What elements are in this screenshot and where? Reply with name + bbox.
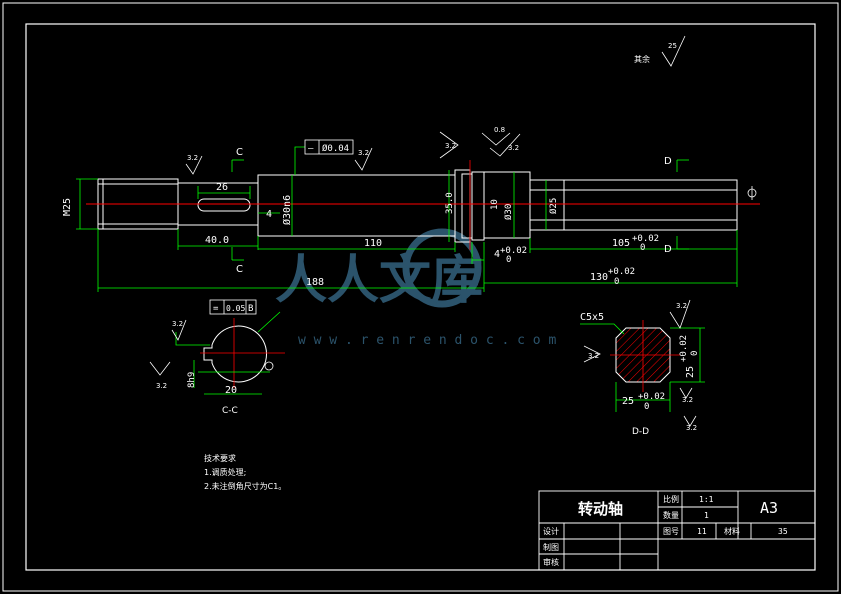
square-end xyxy=(529,179,738,231)
dim-m25: M25 xyxy=(62,198,73,216)
watermark-circle xyxy=(402,228,482,308)
qty-label: 数量 xyxy=(663,510,679,520)
section-mark-d-top: D xyxy=(664,156,672,167)
dim-26: 26 xyxy=(216,182,228,193)
draw-label: 制图 xyxy=(543,542,559,552)
section-d-finish1: 3.2 xyxy=(676,302,687,310)
tech-notes: 技术要求 1.调质处理; 2.未注倒角尺寸为C1。 xyxy=(204,453,286,491)
end-center-mark xyxy=(747,186,757,200)
qty-value: 1 xyxy=(704,511,709,520)
section-d-width-tol: +0.02 xyxy=(638,392,665,402)
title-block-texts: 转动轴 比例 1:1 数量 1 图号 11 材料 35 A3 设计 制图 审核 xyxy=(543,494,788,567)
tol2-symbol: = xyxy=(213,304,219,314)
section-d-title: D-D xyxy=(632,427,649,437)
inner-border xyxy=(25,23,816,571)
dim-tol-b0: 0 xyxy=(640,243,645,253)
dim-phi30b: Ø30 xyxy=(503,204,514,220)
check-label: 审核 xyxy=(543,557,559,567)
section-d-finish2: 3.2 xyxy=(588,352,599,360)
tol2-ref: B xyxy=(248,304,253,314)
section-d-height-tol: +0.02 xyxy=(679,335,689,362)
section-mark-d-bottom: D xyxy=(664,244,672,255)
section-d-finish3: 3.2 xyxy=(682,396,693,404)
finish-general-label: 其余 xyxy=(634,54,650,64)
dim-phi35: 35.0 xyxy=(445,192,455,214)
finish-5-value: 3.2 xyxy=(508,144,519,152)
drawing-no-value: 11 xyxy=(697,527,707,536)
material-value: 35 xyxy=(778,527,788,536)
dim-tol-b: +0.02 xyxy=(632,234,659,244)
finish-3-value: 3.2 xyxy=(445,142,456,150)
watermark: 人人文库 w w w . r e n r e n d o c . c o m xyxy=(275,228,556,348)
section-c-finish2: 3.2 xyxy=(172,320,183,328)
section-c-d20: 20 xyxy=(225,385,237,396)
section-mark-c-bottom: C xyxy=(236,264,243,275)
dim-4a: 4 xyxy=(266,209,272,220)
dim-110: 110 xyxy=(364,238,382,249)
dim-40: 40.0 xyxy=(205,235,229,246)
section-d-width-tol0: 0 xyxy=(644,402,649,412)
dim-130: 130 xyxy=(590,272,608,283)
section-d-height-tol0: 0 xyxy=(690,351,700,356)
dim-188: 188 xyxy=(306,277,324,288)
finish-general xyxy=(661,35,686,67)
watermark-url: w w w . r e n r e n d o c . c o m xyxy=(298,333,556,348)
dim-phi30: Ø30n6 xyxy=(281,195,293,225)
surface-finish-symbols xyxy=(185,35,686,175)
finish-1-value: 3.2 xyxy=(187,154,198,162)
tolerance-value: Ø0.04 xyxy=(322,143,349,154)
dim-phi25: Ø25 xyxy=(548,198,559,214)
surface-finish-texts: 其余 25 3.2 3.2 3.2 0.8 3.2 xyxy=(187,42,677,162)
groove xyxy=(471,171,485,241)
watermark-text: 人人文库 xyxy=(275,251,483,311)
scale-value: 1:1 xyxy=(699,495,714,504)
dim-tol-a: +0.02 xyxy=(500,246,527,256)
finish-2 xyxy=(354,147,373,171)
finish-2-value: 3.2 xyxy=(358,149,369,157)
finish-4 xyxy=(481,132,511,146)
dim-tol-a0: 0 xyxy=(506,255,511,265)
material-label: 材料 xyxy=(724,526,740,536)
keyway-slot xyxy=(197,198,251,212)
dim-4b: 4 xyxy=(494,249,500,260)
design-label: 设计 xyxy=(543,526,559,536)
finish-4-value: 0.8 xyxy=(494,126,505,134)
section-c-d8: 8h9 xyxy=(187,372,197,388)
title-block xyxy=(538,490,816,571)
section-c-finish: 3.2 xyxy=(156,382,167,390)
dimension-texts: M25 26 4 40.0 Ø30n6 110 188 4 +0.02 0 10… xyxy=(62,147,672,288)
finish-general-value: 25 xyxy=(668,42,677,50)
section-d-width: 25 xyxy=(622,396,634,407)
notes-line2: 2.未注倒角尺寸为C1。 xyxy=(204,481,286,491)
section-d-finish4: 3.2 xyxy=(686,424,697,432)
section-d-chamfer: C5x5 xyxy=(580,312,604,323)
dim-105: 105 xyxy=(612,238,630,249)
section-d-height: 25 xyxy=(685,366,696,378)
finish-1 xyxy=(185,155,203,175)
tol2-value: 0.05 xyxy=(226,304,245,313)
tolerance-symbol: — xyxy=(308,144,314,154)
dim-tol-c: +0.02 xyxy=(608,267,635,277)
section-c-view: = 0.05 B C-C 8h9 20 3.2 3.2 xyxy=(149,299,285,416)
dim-10: 10 xyxy=(490,199,500,210)
section-c-title: C-C xyxy=(222,406,238,416)
dim-tol-c0: 0 xyxy=(614,277,619,287)
notes-line1: 1.调质处理; xyxy=(204,467,246,477)
notes-title: 技术要求 xyxy=(204,453,236,463)
drawing-no-label: 图号 xyxy=(663,527,679,536)
finish-5 xyxy=(489,133,521,157)
finish-3 xyxy=(439,131,459,159)
part-name: 转动轴 xyxy=(578,500,623,518)
section-d-view: C5x5 25 +0.02 0 25 +0.02 0 D-D 3.2 3.2 3… xyxy=(580,299,705,437)
shaft-main-view xyxy=(97,169,738,243)
tolerance-frame: — Ø0.04 xyxy=(304,139,354,155)
sheet-size: A3 xyxy=(760,499,778,517)
section-mark-c-top: C xyxy=(236,147,243,158)
scale-label: 比例 xyxy=(663,494,679,504)
dimensions xyxy=(76,146,738,292)
section-c-outline xyxy=(203,325,268,383)
